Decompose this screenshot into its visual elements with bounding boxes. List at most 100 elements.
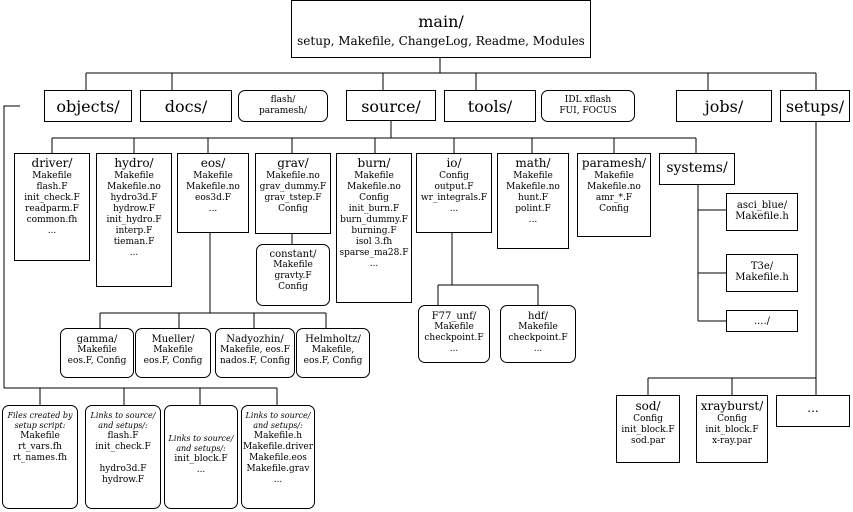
file-item: Makefile — [20, 431, 60, 441]
tools-dir-box: tools/ — [444, 90, 536, 122]
file-item: Makefile — [513, 170, 553, 181]
file-item: Makefile, — [311, 345, 355, 355]
file-item: Config — [359, 192, 389, 203]
file-item: init_block.F — [621, 424, 675, 435]
sod-dir-title: sod/ — [635, 399, 661, 413]
helmholtz-dir-box: Helmholtz/ Makefile, eos.F, Config — [296, 328, 370, 378]
mueller-dir-title: Mueller/ — [151, 334, 195, 345]
io-dir-title: io/ — [446, 156, 462, 170]
driver-dir-title: driver/ — [31, 156, 73, 170]
file-item: hydrow.F — [101, 475, 145, 485]
file-item: nados.F, Config — [219, 356, 291, 366]
tools-note-line: IDL xflash — [564, 95, 612, 105]
file-item: hydro3d.F — [110, 192, 158, 203]
file-item: Makefile — [354, 170, 394, 181]
driver-dir-box: driver/ Makefile flash.F init_check.F re… — [14, 153, 90, 261]
file-item: Makefile.no — [266, 170, 320, 181]
file-item: amr_*.F — [595, 192, 633, 203]
file-item: Makefile.grav — [246, 464, 310, 474]
f77-unf-dir-box: F77_unf/ Makefile checkpoint.F ... — [418, 305, 490, 363]
file-item: Makefile — [153, 345, 193, 355]
file-item: Config — [278, 282, 308, 292]
xrayburst-dir-box: xrayburst/ Config init_block.F x-ray.par — [696, 395, 768, 463]
file-item: Makefile.h — [735, 211, 789, 222]
docs-note-box: flash/ paramesh/ — [238, 90, 328, 122]
file-item: Config — [439, 170, 469, 181]
file-item: Config — [599, 203, 629, 214]
file-item: rt_vars.fh — [18, 442, 62, 452]
eos-dir-box: eos/ Makefile Makefile.no eos3d.F ... — [177, 153, 249, 233]
file-item: hydro3d.F — [99, 464, 147, 474]
file-item: init_block.F — [705, 424, 759, 435]
t3e-box: T3e/ Makefile.h — [726, 254, 798, 292]
systems-etc-box: ..../ — [726, 310, 798, 332]
file-item: readparm.F — [25, 203, 79, 214]
file-item: ... — [47, 225, 57, 236]
mueller-dir-box: Mueller/ Makefile eos.F, Config — [135, 328, 211, 378]
docs-note-line: flash/ — [270, 95, 296, 105]
links-box-a: Links to source/ and setups/: flash.F in… — [85, 405, 161, 509]
systems-dir-title: systems/ — [666, 160, 728, 176]
gamma-dir-title: gamma/ — [76, 334, 118, 345]
file-item: gravty.F — [274, 271, 312, 281]
file-item: flash.F — [107, 431, 139, 441]
file-item: Config — [717, 413, 747, 424]
hydro-dir-box: hydro/ Makefile Makefile.no hydro3d.F hy… — [96, 153, 172, 287]
file-item: Makefile.no — [347, 181, 401, 192]
hydro-dir-title: hydro/ — [114, 156, 154, 170]
file-item: x-ray.par — [712, 435, 752, 446]
links-header: Links to source/ — [90, 411, 156, 420]
setup-files-box: Files created by setup script: Makefile … — [2, 405, 78, 509]
file-item: output.F — [434, 181, 474, 192]
file-item: ... — [533, 344, 543, 354]
jobs-dir-box: jobs/ — [676, 90, 772, 122]
systems-dir-box: systems/ — [659, 153, 735, 185]
file-item: Config — [633, 413, 663, 424]
file-item: polint.F — [515, 203, 551, 214]
file-item: flash.F — [36, 181, 68, 192]
file-item: grav_dummy.F — [259, 181, 327, 192]
math-dir-title: math/ — [515, 156, 551, 170]
file-item: init_hydro.F — [106, 214, 162, 225]
file-item: ... — [369, 258, 379, 269]
file-item: hunt.F — [517, 192, 549, 203]
file-item: burning.F — [351, 225, 397, 236]
docs-dir-box: docs/ — [140, 90, 232, 122]
links-header: Links to source/ — [168, 434, 234, 443]
file-item: wr_integrals.F — [420, 192, 488, 203]
gamma-dir-box: gamma/ Makefile eos.F, Config — [60, 328, 134, 378]
io-dir-box: io/ Config output.F wr_integrals.F ... — [416, 153, 492, 233]
file-item: Makefile — [594, 170, 634, 181]
file-item: interp.F — [115, 225, 153, 236]
file-item: Makefile — [193, 170, 233, 181]
links-header: and setups/: — [253, 421, 303, 430]
file-item: init_check.F — [95, 442, 151, 452]
file-item: Makefile.h — [735, 272, 789, 283]
source-dir-box: source/ — [346, 90, 436, 121]
main-dir-files: setup, Makefile, ChangeLog, Readme, Modu… — [297, 34, 585, 49]
file-item: checkpoint.F — [424, 333, 484, 343]
docs-dir-title: docs/ — [164, 97, 208, 116]
t3e-title: T3e/ — [750, 261, 774, 272]
burn-dir-box: burn/ Makefile Makefile.no Config init_b… — [336, 153, 412, 303]
file-item: rt_names.fh — [12, 453, 68, 463]
file-item: ... — [449, 203, 459, 214]
hdf-dir-title: hdf/ — [528, 311, 548, 322]
xrayburst-dir-title: xrayburst/ — [700, 399, 764, 413]
asci-blue-title: asci_blue/ — [736, 200, 788, 211]
links-header: Links to source/ — [245, 411, 311, 420]
jobs-dir-title: jobs/ — [704, 97, 744, 116]
math-dir-box: math/ Makefile Makefile.no hunt.F polint… — [497, 153, 569, 249]
file-item: common.fh — [26, 214, 78, 225]
file-item: Makefile.no — [107, 181, 161, 192]
file-item: ... — [196, 465, 206, 475]
file-item: Makefile.no — [186, 181, 240, 192]
file-item: eos.F, Config — [143, 356, 203, 366]
setups-dir-box: setups/ — [780, 90, 850, 122]
connectors — [3, 58, 817, 405]
file-item: burn_dummy.F — [340, 214, 408, 225]
file-item: checkpoint.F — [508, 333, 568, 343]
file-item: eos3d.F — [195, 192, 231, 203]
file-item: ... — [528, 214, 538, 225]
constant-dir-box: constant/ Makefile gravty.F Config — [256, 244, 330, 306]
